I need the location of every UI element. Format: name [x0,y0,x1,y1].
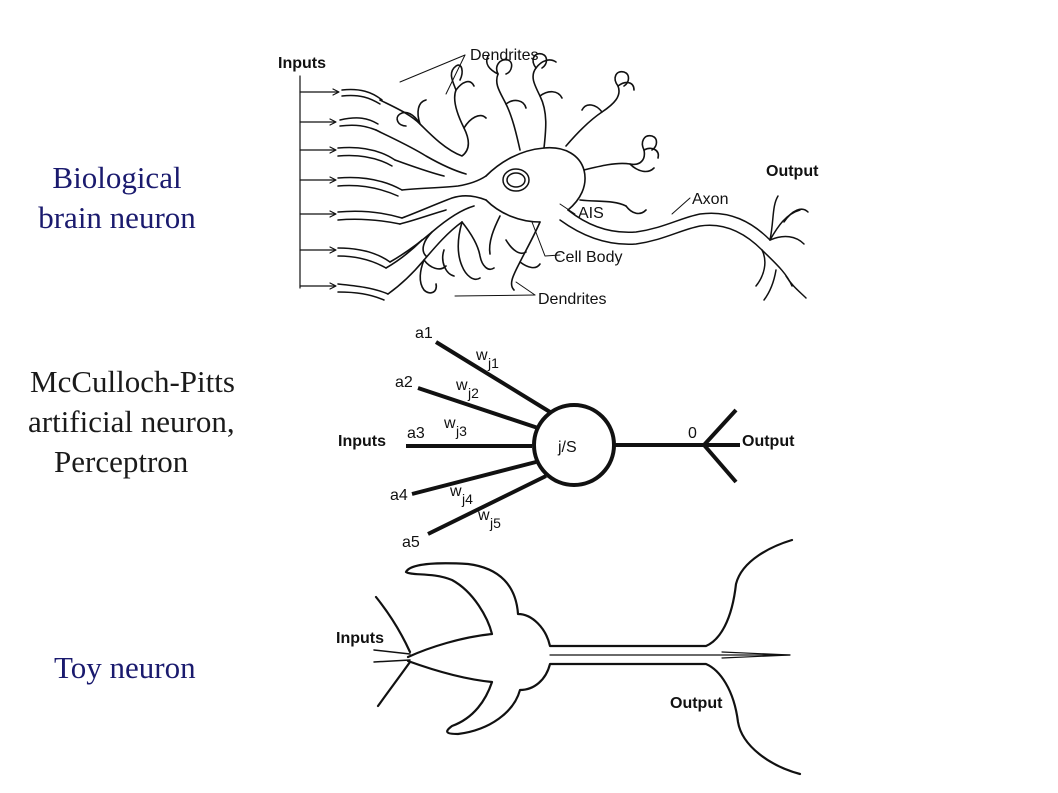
toy-output-label: Output [670,695,723,712]
weight-wj2-label: w j2 [455,377,479,401]
toy-label-line1: Toy neuron [54,650,196,685]
mcculloch-pitts-label: McCulloch-Pitts artificial neuron, Perce… [28,362,278,482]
weight-wj5-label: w j5 [477,507,501,531]
weight-wj1-label: w j1 [475,347,499,371]
svg-text:w: w [477,507,490,524]
svg-text:w: w [475,347,488,364]
toy-input-lower-curve [376,660,412,708]
weight-wj4-label: w j4 [449,483,473,507]
biological-input-arrows [299,75,340,290]
svg-text:w: w [449,483,462,500]
perceptron-node-label: j/S [557,439,577,456]
biological-label-line2: brain neuron [38,200,196,235]
dendrite-curls-top [396,52,660,215]
axon-label: Axon [692,191,728,208]
svg-text:w: w [443,415,456,432]
biological-neuron-label: Biological brain neuron [22,158,212,238]
toy-soma-outline-lower [406,659,802,776]
biological-leader-lines [399,54,691,297]
dendrite-curls-bottom [419,215,541,294]
axon-terminals [755,195,809,301]
biological-label-line1: Biological [52,160,182,195]
toy-neuron-diagram: Inputs Output [336,538,802,776]
toy-neuron-label: Toy neuron [54,648,254,688]
svg-text:j2: j2 [467,385,479,401]
toy-output-spike [721,651,791,659]
svg-text:j4: j4 [461,491,473,507]
mcculloch-label-line2: artificial neuron, [28,404,235,439]
input-a2-label: a2 [395,374,413,391]
perceptron-diagram: j/S Inputs Output 0 a1 a2 a3 a4 a5 w j1 … [338,325,795,551]
perceptron-output-label: Output [742,433,795,450]
cell-body-label: Cell Body [554,249,622,266]
toy-input-upper-curve [374,595,412,654]
perceptron-inputs-label: Inputs [338,433,386,450]
mcculloch-label-line1: McCulloch-Pitts [30,364,235,399]
perceptron-input-lines [406,340,740,536]
dendrites-bottom-label: Dendrites [538,291,606,308]
axon-shaft [559,209,771,251]
toy-inputs-label: Inputs [336,630,384,647]
toy-input-lines [373,649,411,663]
input-a5-label: a5 [402,534,420,551]
input-a4-label: a4 [390,487,408,504]
perceptron-node [532,403,616,487]
biological-output-label: Output [766,163,819,180]
svg-text:j1: j1 [487,355,499,371]
biological-neuron-diagram: Inputs Dendrites Output Axon AIS Cell Bo… [278,47,819,308]
mcculloch-label-line3: Perceptron [54,444,189,479]
dendrites-top-label: Dendrites [470,47,538,64]
svg-text:w: w [455,377,468,394]
ais-label: AIS [578,205,604,222]
perceptron-output-value: 0 [688,425,697,442]
nucleus [502,168,530,192]
weight-wj3-label: w j3 [443,415,467,439]
biological-inputs-label: Inputs [278,55,326,72]
svg-text:j5: j5 [489,515,501,531]
input-a1-label: a1 [415,325,433,342]
input-a3-label: a3 [407,425,425,442]
toy-soma-outline [404,538,794,659]
dendrite-fibres-left [337,88,403,301]
svg-text:j3: j3 [455,423,467,439]
